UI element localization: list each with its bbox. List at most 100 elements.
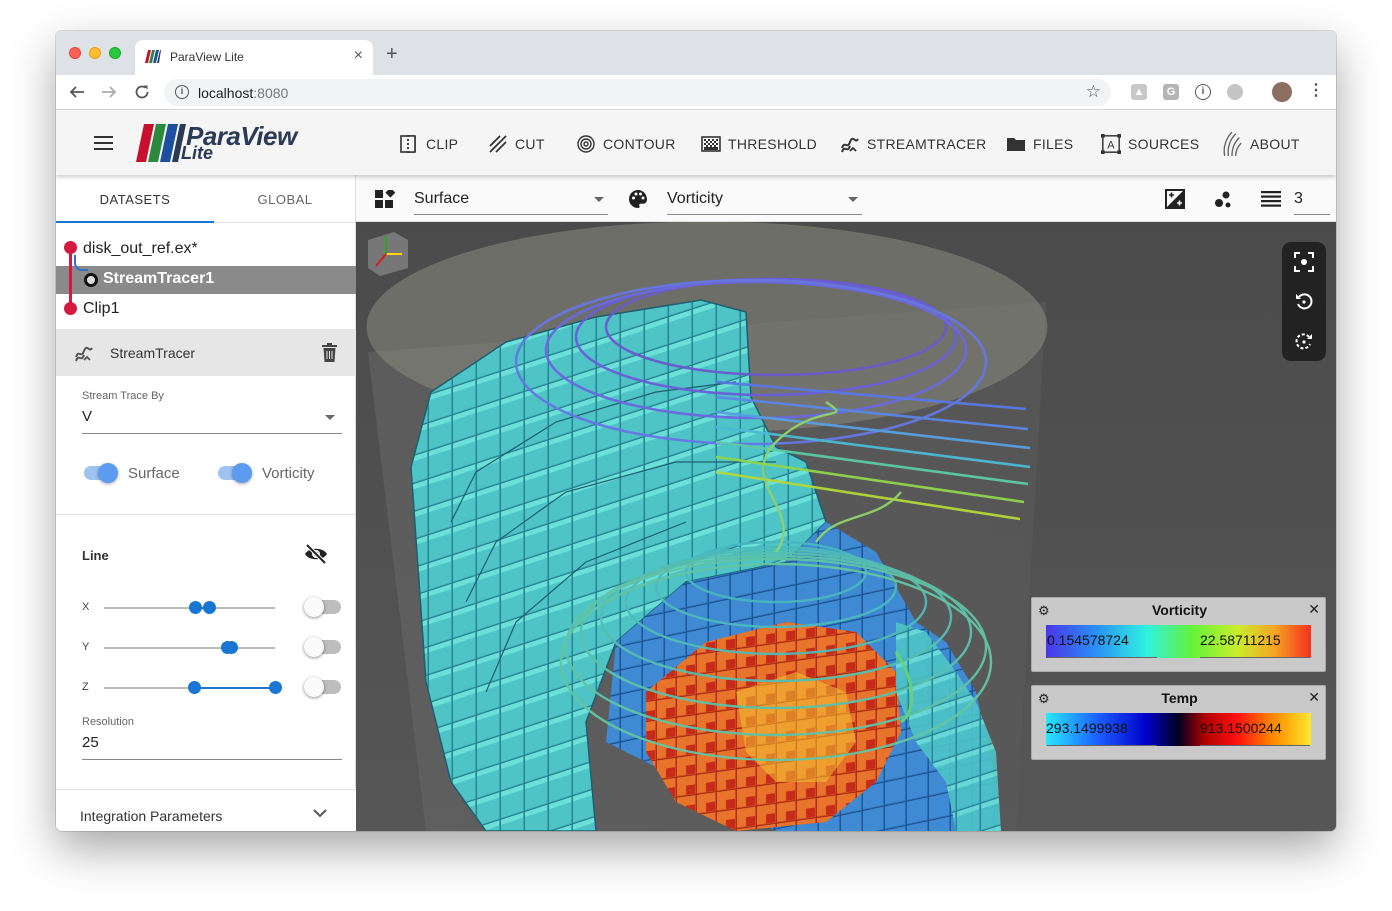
menu-icon[interactable] (94, 136, 113, 150)
pipeline-item-streamtracer1[interactable]: StreamTracer1 (56, 255, 356, 294)
view-controls (1282, 242, 1326, 361)
3d-viewport[interactable]: ⚙ Vorticity ✕ 0.154578724 22.58 (356, 221, 1336, 831)
contour-icon (577, 135, 595, 153)
panel-tabs: DATASETS GLOBAL (56, 175, 356, 223)
pipeline-dot-source[interactable] (64, 241, 77, 254)
tab-global[interactable]: GLOBAL (257, 192, 313, 207)
vorticity-colorbar (1046, 625, 1311, 658)
clip-icon (400, 135, 416, 153)
browser-window: ParaView Lite × + i localhost:8080 ☆ ▲ G… (56, 31, 1336, 831)
pipeline-item-clip1[interactable]: Clip1 (83, 300, 120, 317)
info-extension-icon[interactable]: i (1195, 84, 1211, 100)
forward-arrow-icon[interactable] (101, 84, 117, 100)
chevron-down-icon[interactable] (325, 415, 335, 420)
active-tab-indicator (56, 221, 214, 223)
vorticity-color-legend: ⚙ Vorticity ✕ 0.154578724 22.58 (1031, 597, 1326, 672)
back-arrow-icon[interactable] (69, 84, 85, 100)
pipeline-connector (69, 247, 72, 308)
drive-extension-icon[interactable]: ▲ (1131, 84, 1147, 100)
browser-tab[interactable]: ParaView Lite × (135, 40, 373, 75)
contrast-edit-icon[interactable] (1165, 189, 1185, 209)
scatter-dots-icon[interactable] (1213, 190, 1233, 210)
representation-value: Surface (414, 190, 470, 207)
stream-trace-by-select[interactable]: V (82, 408, 93, 425)
close-icon[interactable]: ✕ (1308, 689, 1320, 705)
reset-camera-icon[interactable] (1294, 252, 1314, 272)
new-tab-button[interactable]: + (386, 43, 398, 65)
tab-datasets[interactable]: DATASETS (99, 192, 171, 207)
gear-icon[interactable]: ⚙ (1038, 691, 1050, 706)
switch-knob (304, 637, 324, 657)
toggle-label-vorticity: Vorticity (262, 465, 315, 482)
files-button[interactable]: FILES (1006, 131, 1073, 157)
slider-thumb-y-max[interactable] (225, 641, 238, 654)
legend-min-input[interactable]: 293.1499938 (1046, 720, 1128, 736)
slider-thumb-x-min[interactable] (189, 601, 202, 614)
integration-parameters-label: Integration Parameters (80, 808, 223, 824)
browser-menu-icon[interactable]: ⋮ (1308, 82, 1324, 99)
clip-label: CLIP (426, 136, 459, 152)
hide-eye-icon[interactable] (304, 544, 328, 564)
layers-list-icon (1261, 191, 1281, 207)
pipeline-item-label: StreamTracer1 (103, 270, 215, 287)
resolution-input[interactable]: 25 (82, 734, 99, 751)
legend-min-underline (1047, 745, 1157, 746)
contour-button[interactable]: CONTOUR (576, 131, 676, 157)
legend-max-input[interactable]: 913.1500244 (1200, 720, 1282, 736)
url-omnibox[interactable]: i localhost:8080 ☆ (164, 79, 1111, 106)
threshold-icon (701, 136, 721, 152)
layer-count-value: 3 (1294, 190, 1303, 207)
profile-avatar[interactable] (1272, 82, 1292, 102)
slider-thumb-x-max[interactable] (203, 601, 216, 614)
sources-label: SOURCES (1128, 136, 1200, 152)
rotate-left-icon[interactable] (1294, 291, 1314, 311)
rotate-right-icon[interactable] (1294, 331, 1314, 351)
toggle-knob (232, 463, 252, 483)
sources-button[interactable]: A SOURCES (1101, 131, 1199, 157)
render-toolbar: Surface Vorticity (356, 175, 1336, 222)
circle-extension-icon[interactable] (1227, 84, 1243, 100)
slider-thumb-z-max[interactable] (269, 681, 282, 694)
tab-title: ParaView Lite (170, 50, 244, 64)
url-text: localhost:8080 (198, 85, 288, 101)
legend-title: Temp (1161, 690, 1198, 706)
slider-thumb-z-min[interactable] (188, 681, 201, 694)
integration-parameters-expander[interactable]: Integration Parameters (56, 789, 356, 831)
chevron-down-icon (594, 197, 604, 202)
filter-title: StreamTracer (110, 345, 196, 361)
representation-select[interactable]: Surface (414, 182, 608, 215)
bookmark-star-icon[interactable]: ☆ (1085, 82, 1101, 101)
close-window-button[interactable] (69, 47, 81, 59)
gear-icon[interactable]: ⚙ (1038, 603, 1050, 618)
orientation-axes-icon[interactable] (366, 230, 410, 278)
about-label: ABOUT (1250, 136, 1300, 152)
cut-button[interactable]: CUT (488, 131, 545, 157)
maximize-window-button[interactable] (109, 47, 121, 59)
close-icon[interactable]: ✕ (1308, 601, 1320, 617)
layer-count-input[interactable]: 3 (1294, 182, 1330, 215)
pipeline-dot-clip[interactable] (64, 302, 77, 315)
visibility-ring-icon[interactable] (84, 273, 98, 287)
reload-icon[interactable] (134, 84, 150, 100)
threshold-button[interactable]: THRESHOLD (701, 131, 817, 157)
clip-button[interactable]: CLIP (399, 131, 458, 157)
site-info-icon[interactable]: i (175, 85, 189, 99)
toggle-label-surface: Surface (128, 465, 180, 482)
paraview-lite-logo: ParaView Lite (136, 121, 301, 164)
pipeline-item-source[interactable]: disk_out_ref.ex* (83, 240, 198, 257)
temp-colorbar (1046, 713, 1311, 746)
palette-icon (629, 190, 647, 208)
resolution-underline (82, 759, 342, 760)
trash-icon[interactable] (322, 343, 337, 362)
slider-label-x: X (82, 601, 90, 613)
tab-close-icon[interactable]: × (353, 47, 363, 64)
color-by-select[interactable]: Vorticity (667, 182, 862, 215)
slider-track-y[interactable] (104, 647, 275, 649)
legend-min-input[interactable]: 0.154578724 (1047, 632, 1129, 648)
about-button[interactable]: ABOUT (1221, 131, 1300, 157)
cut-icon (489, 135, 507, 153)
legend-max-input[interactable]: 22.58711215 (1200, 632, 1281, 648)
g-extension-icon[interactable]: G (1163, 84, 1179, 100)
minimize-window-button[interactable] (89, 47, 101, 59)
streamtracer-button[interactable]: STREAMTRACER (840, 131, 987, 157)
